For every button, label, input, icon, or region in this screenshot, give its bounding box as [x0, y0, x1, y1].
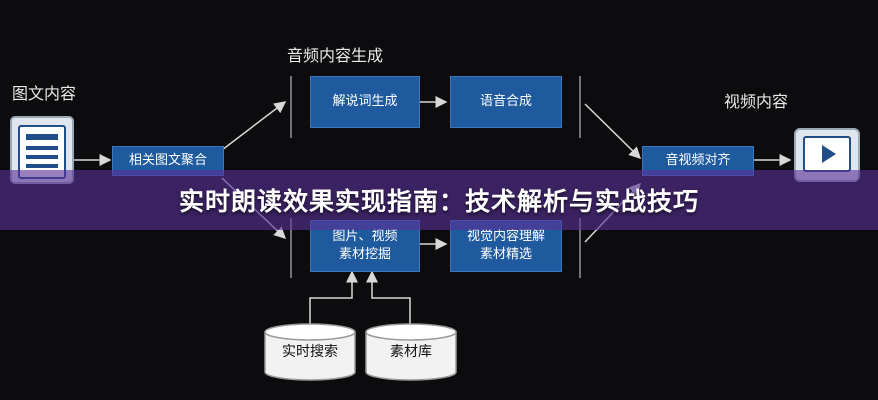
narration-label: 解说词生成 [332, 94, 398, 109]
right-section-label: 视频内容 [724, 92, 789, 111]
realtime-search-label: 实时搜索 [282, 344, 338, 360]
arrow-library-to-mining [366, 270, 411, 325]
arrow-aggregation-to-audio [221, 101, 287, 151]
database-icon [264, 323, 356, 381]
tts-node: 语音合成 [450, 76, 562, 128]
mining-node: 图片、视频 素材挖掘 [310, 220, 420, 272]
document-icon [10, 116, 74, 184]
left-section-label: 图文内容 [12, 84, 77, 103]
understanding-label-line2: 素材精选 [479, 247, 532, 262]
arrow-search-to-mining [309, 270, 358, 325]
video-icon [794, 128, 860, 182]
understanding-label-line1: 视觉内容理解 [466, 229, 545, 244]
arrow-audio-to-align [584, 103, 642, 160]
align-label: 音视频对齐 [665, 153, 731, 168]
aggregation-label: 相关图文聚合 [128, 153, 207, 168]
banner-title: 实时朗读效果实现指南：技术解析与实战技巧 [178, 187, 699, 216]
top-section-label: 音频内容生成 [287, 46, 384, 65]
mining-label-line2: 素材挖掘 [338, 247, 391, 262]
mining-label-line1: 图片、视频 [332, 229, 398, 244]
narration-node: 解说词生成 [310, 76, 420, 128]
asset-library-label: 素材库 [390, 344, 432, 360]
title-banner: 实时朗读效果实现指南：技术解析与实战技巧 [0, 170, 878, 230]
database-icon [365, 323, 457, 381]
asset-library-database: 素材库 [364, 323, 458, 381]
tts-label: 语音合成 [479, 94, 532, 109]
realtime-search-database: 实时搜索 [263, 323, 357, 381]
